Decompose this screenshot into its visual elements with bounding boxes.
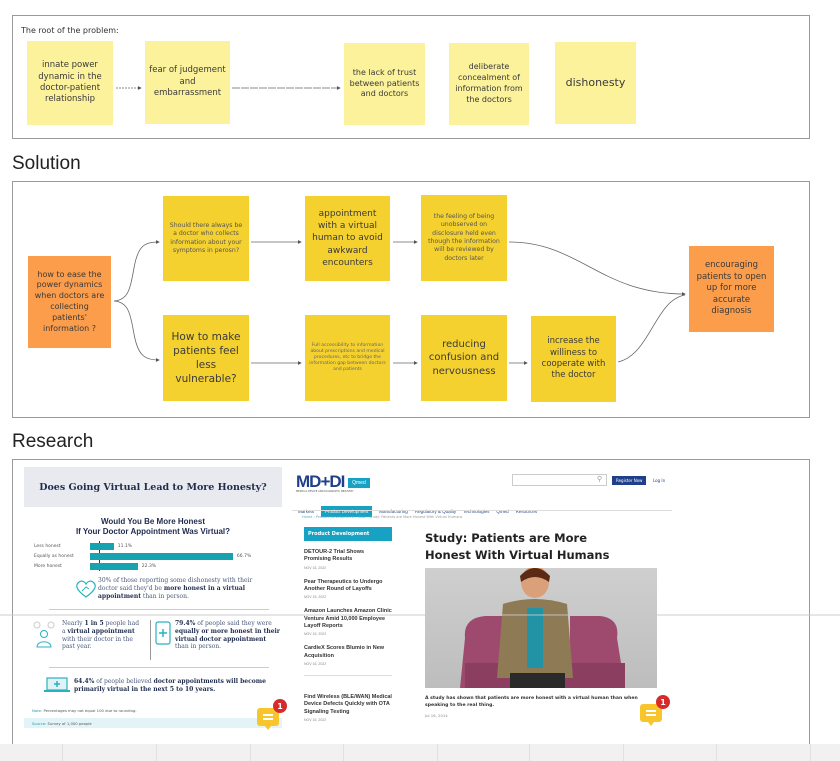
article-date: Jul 16, 2014 xyxy=(425,713,448,718)
breadcrumb-product-development[interactable]: Product Development xyxy=(315,515,354,519)
infographic-source: Source: Survey of 1,000 people xyxy=(24,718,282,728)
sticky-note-dishonesty[interactable]: dishonesty xyxy=(555,42,636,124)
overlay-guide-line xyxy=(0,614,840,616)
bar-category-label: Equally as honest xyxy=(34,553,74,559)
bar xyxy=(90,552,233,560)
infographic-vertical-divider xyxy=(150,620,151,660)
article-card[interactable]: MD+DI Qmed MEDICAL DEVICE AND DIAGNOSTIC… xyxy=(292,467,672,739)
sticky-note-root-question[interactable]: how to ease the power dynamics when doct… xyxy=(28,256,111,348)
search-input[interactable]: ⚲ xyxy=(512,474,607,486)
laptop-medical-icon xyxy=(44,677,70,693)
mddi-tagline: MEDICAL DEVICE AND DIAGNOSTIC INDUSTRY xyxy=(296,490,354,493)
sticky-note-lack-of-trust[interactable]: the lack of trust between patients and d… xyxy=(344,43,425,125)
sticky-note-outcome[interactable]: encouraging patients to open up for more… xyxy=(689,246,774,332)
sticky-note-feeling-unobserved[interactable]: the feeling of being unobserved on discl… xyxy=(421,195,507,281)
bar-category-label: Less honest xyxy=(34,543,61,549)
sticky-note-full-accessibility[interactable]: Full accessibility to information about … xyxy=(305,315,390,401)
infographic-card[interactable]: Does Going Virtual Lead to More Honesty?… xyxy=(24,467,287,739)
bar-row: More honest 22.3% xyxy=(24,561,282,571)
bar-value-label: 11.1% xyxy=(117,543,133,549)
nav-technologies[interactable]: Technologies xyxy=(463,509,490,514)
mddi-logo[interactable]: MD+DI Qmed xyxy=(296,472,370,492)
breadcrumb-home[interactable]: Home xyxy=(302,515,313,519)
login-link[interactable]: Log In xyxy=(653,478,666,483)
sidebar-article[interactable]: CardieX Scores Blumio in New Acquisition… xyxy=(304,645,385,666)
article-caption: A study has shown that patients are more… xyxy=(425,696,638,709)
comment-count: 1 xyxy=(656,695,670,709)
sidebar-article[interactable]: Find Wireless (BLE/WAN) Medical Device D… xyxy=(304,693,392,722)
infographic-divider-2 xyxy=(49,667,269,668)
qmed-badge: Qmed xyxy=(348,477,370,488)
sidebar: Product Development DETOUR-2 Trial Shows… xyxy=(304,527,392,723)
research-title: Research xyxy=(12,431,94,452)
sticky-note-power-dynamic[interactable]: innate power dynamic in the doctor-patie… xyxy=(27,41,113,125)
infographic-note: Note: Percentages may not equal 100 due … xyxy=(32,708,137,713)
problem-frame-label: The root of the problem: xyxy=(21,26,119,35)
sticky-note-less-vulnerable[interactable]: How to make patients feel less vulnerabl… xyxy=(163,315,249,401)
bar-row: Less honest 11.1% xyxy=(24,541,282,551)
article-image-virtual-human xyxy=(425,568,657,688)
sidebar-article[interactable]: Pear Therapeutics to Undergo Another Rou… xyxy=(304,578,383,600)
solution-title: Solution xyxy=(12,153,81,174)
article-headline: Study: Patients are More Honest With Vir… xyxy=(425,531,610,563)
comment-badge[interactable]: 1 xyxy=(640,695,670,726)
comment-count: 1 xyxy=(273,699,287,713)
nav-qmed[interactable]: Qmed xyxy=(496,509,509,514)
infographic-stat-30-percent: 30% of those reporting some dishonesty w… xyxy=(98,577,253,600)
nav-resources[interactable]: Resources xyxy=(515,509,538,514)
bar xyxy=(90,542,114,550)
infographic-divider xyxy=(49,609,269,610)
bottom-toolbar xyxy=(0,744,840,761)
infographic-stat-64-percent: 64.4% of people believed doctor appointm… xyxy=(74,678,266,693)
bar-row: Equally as honest 66.7% xyxy=(24,551,282,561)
nav-product-development[interactable]: Product Development xyxy=(321,506,373,517)
nav-regulatory-quality[interactable]: Regulatory & Quality xyxy=(414,509,457,514)
sticky-note-reducing-confusion[interactable]: reducing confusion and nervousness xyxy=(421,315,507,401)
nav-manufacturing[interactable]: Manufacturing xyxy=(379,509,408,514)
bar-category-label: More honest xyxy=(34,563,62,569)
nav-markets[interactable]: Markets xyxy=(298,509,315,514)
infographic-header: Does Going Virtual Lead to More Honesty? xyxy=(24,467,282,507)
nav-divider xyxy=(292,510,672,511)
sticky-note-question-doctor-in-person[interactable]: Should there always be a doctor who coll… xyxy=(163,196,249,281)
sidebar-divider xyxy=(304,674,392,676)
people-icon xyxy=(32,620,56,650)
bar-value-label: 66.7% xyxy=(236,553,252,559)
bar xyxy=(90,562,138,570)
infographic-stat-79-percent: 79.4% of people said they were equally o… xyxy=(175,620,280,651)
sticky-note-virtual-appointment[interactable]: appointment with a virtual human to avoi… xyxy=(305,196,390,281)
search-icon[interactable]: ⚲ xyxy=(596,475,602,483)
sticky-note-fear[interactable]: fear of judgement and embarrassment xyxy=(145,41,230,124)
honesty-bar-chart: Less honest 11.1% Equally as honest 66.7% Mo… xyxy=(24,541,282,572)
comment-icon xyxy=(646,710,656,712)
breadcrumb: Home › Product Development › R&D › Study… xyxy=(302,515,463,519)
tablet-medical-icon xyxy=(155,621,171,645)
heart-hand-icon xyxy=(74,579,98,599)
bar-value-label: 22.3% xyxy=(141,563,157,569)
sidebar-header[interactable]: Product Development xyxy=(304,527,392,541)
sticky-note-concealment[interactable]: deliberate concealment of information fr… xyxy=(449,43,529,125)
infographic-chart-title: Would You Be More Honest If Your Doctor … xyxy=(75,517,231,536)
breadcrumb-current: Study: Patients are More Honest With Vir… xyxy=(369,515,463,519)
breadcrumb-rd[interactable]: R&D xyxy=(357,515,366,519)
comment-badge[interactable]: 1 xyxy=(257,699,287,730)
sticky-note-cooperation[interactable]: increase the williness to cooperate with… xyxy=(531,316,616,402)
comment-icon xyxy=(263,714,273,716)
infographic-stat-1-in-5: Nearly 1 in 5 people had a virtual appoi… xyxy=(62,620,140,651)
sidebar-article[interactable]: Amazon Launches Amazon Clinic Venture Am… xyxy=(304,608,392,637)
register-button[interactable]: Register Now xyxy=(612,476,647,485)
